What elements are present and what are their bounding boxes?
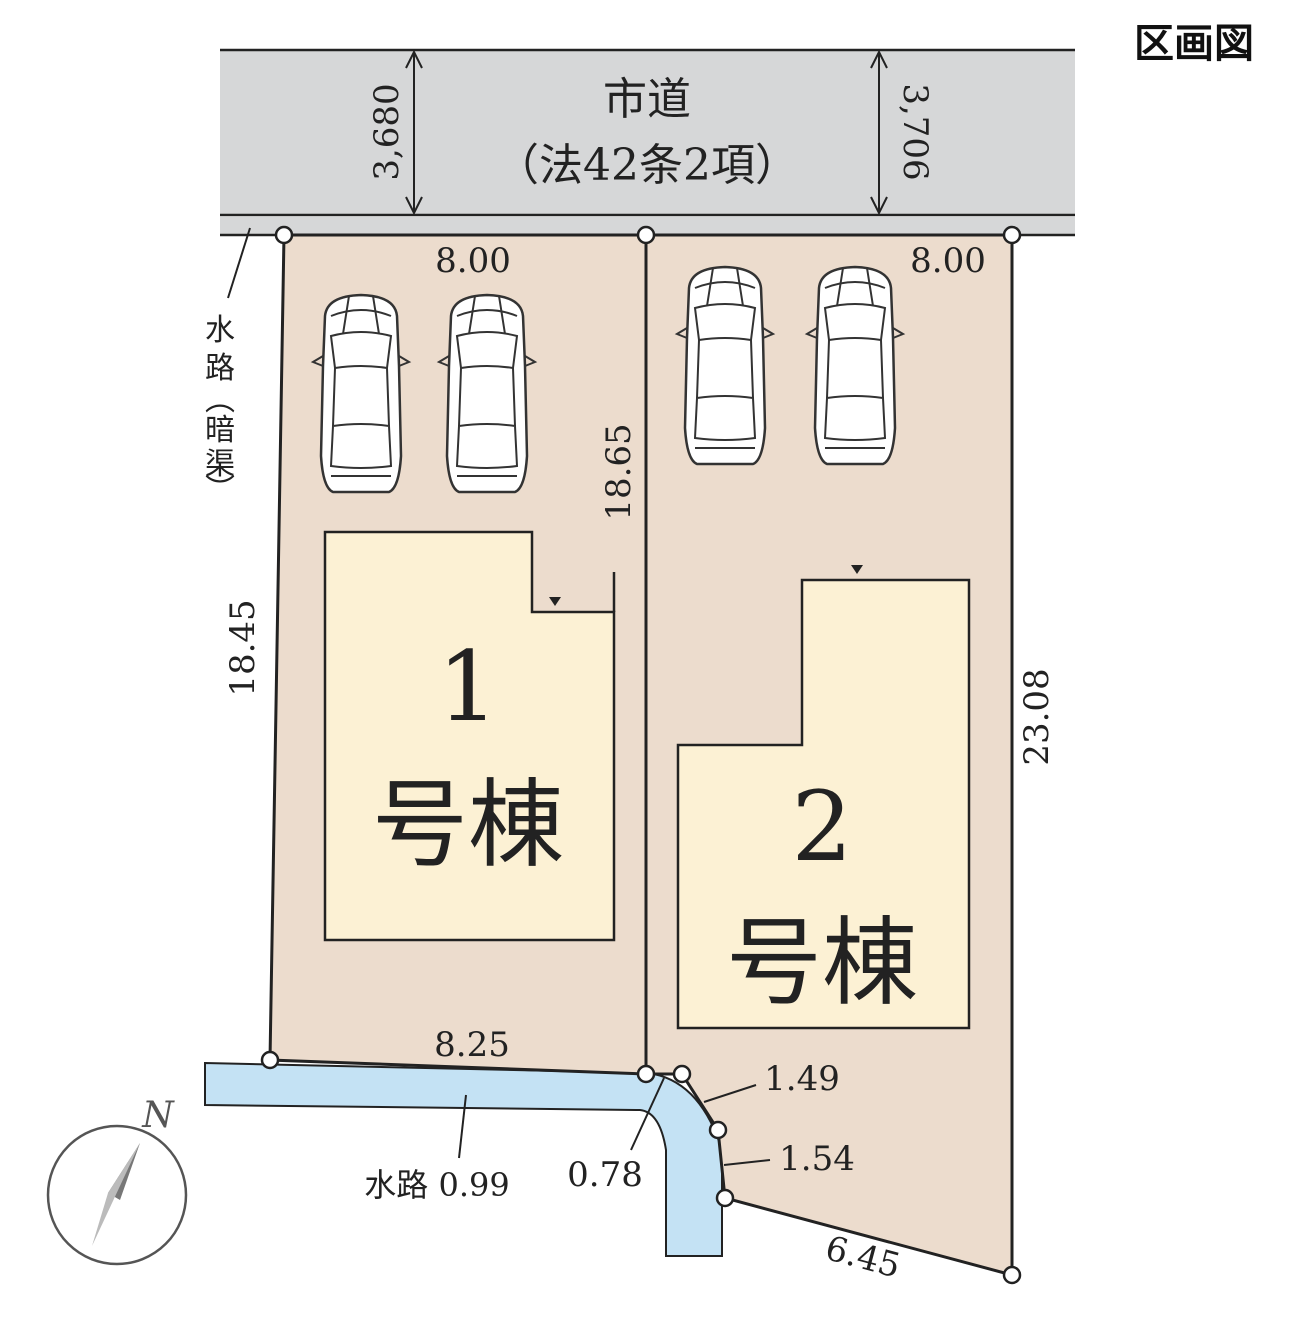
boundary-point	[260, 1050, 280, 1070]
dim-lot1-left: 18.45	[223, 599, 263, 696]
building-1: 1 号棟	[323, 530, 616, 942]
boundary-point	[1002, 1265, 1022, 1285]
leader-lines	[227, 227, 771, 1166]
arrow-down-icon	[405, 196, 423, 216]
leader-waterway-left	[227, 227, 251, 299]
boundary-point	[672, 1064, 692, 1084]
boundary-point	[1002, 225, 1022, 245]
building-2-label: 号棟	[726, 907, 918, 1019]
waterway-bottom-label: 水路 0.99	[364, 1166, 509, 1204]
car-icon	[675, 265, 775, 466]
dim-lot1-top: 8.00	[435, 241, 511, 281]
road-width-right: 3,706	[895, 83, 935, 180]
dim-149: 1.49	[764, 1059, 840, 1099]
leader-149	[703, 1084, 757, 1103]
waterway	[204, 1061, 723, 1257]
boundary-point	[708, 1120, 728, 1140]
building-2-number: 2	[791, 771, 852, 883]
waterway-left-label: 水 路 ︵ 暗 渠 ︶	[205, 313, 235, 508]
building-2: 2 号棟	[676, 565, 971, 1030]
dim-154: 1.54	[779, 1139, 855, 1179]
dim-lot2-top: 8.00	[910, 241, 986, 281]
waterway-left-char: 水	[205, 313, 235, 348]
arrow-up-icon	[870, 49, 888, 69]
car-icon	[805, 265, 905, 466]
dim-lot1-bottom: 8.25	[434, 1025, 510, 1065]
arrow-down-icon	[870, 196, 888, 216]
road-width-left: 3,680	[367, 83, 407, 180]
building-1-label: 号棟	[372, 769, 564, 881]
road-note: （法42条2項）	[495, 140, 799, 191]
arrow-up-icon	[405, 49, 423, 69]
entrance-marker-icon	[851, 565, 863, 574]
boundary-point	[274, 225, 294, 245]
compass: N	[46, 1095, 188, 1266]
dim-lot-middle: 18.65	[599, 423, 639, 520]
road-name: 市道	[603, 74, 691, 125]
boundary-point	[715, 1188, 735, 1208]
car-icon	[311, 293, 411, 494]
waterway-left-char: 暗	[205, 413, 235, 448]
waterway-left-char: ︵	[205, 383, 235, 418]
car-icon	[437, 293, 537, 494]
compass-north-label: N	[141, 1095, 175, 1136]
road-surface	[220, 50, 1075, 215]
page-title: 区画図	[1134, 21, 1254, 67]
building-1-number: 1	[437, 631, 498, 743]
leader-154	[723, 1159, 771, 1166]
waterway-left-char: 渠	[205, 447, 235, 482]
leader-078	[630, 1077, 665, 1151]
compass-needle-south-icon	[92, 1143, 140, 1246]
leader-waterway-bottom	[458, 1094, 467, 1159]
dim-lot2-right: 23.08	[1017, 668, 1057, 765]
waterway-channel	[204, 1061, 723, 1257]
dimensions: 8.00 8.00 18.45 18.65 23.08 8.25 0.78 1.…	[223, 241, 1057, 1286]
waterway-left-char: ︶	[205, 473, 235, 508]
dim-078: 0.78	[567, 1155, 643, 1195]
entrance-marker-icon	[549, 597, 561, 606]
boundary-point	[636, 1064, 656, 1084]
waterway-left-char: 路	[205, 351, 235, 386]
boundary-markers	[260, 225, 1022, 1285]
city-road: 市道 （法42条2項） 3,680 3,706	[220, 48, 1075, 237]
building-2-footprint	[676, 578, 971, 1030]
boundary-point	[636, 225, 656, 245]
